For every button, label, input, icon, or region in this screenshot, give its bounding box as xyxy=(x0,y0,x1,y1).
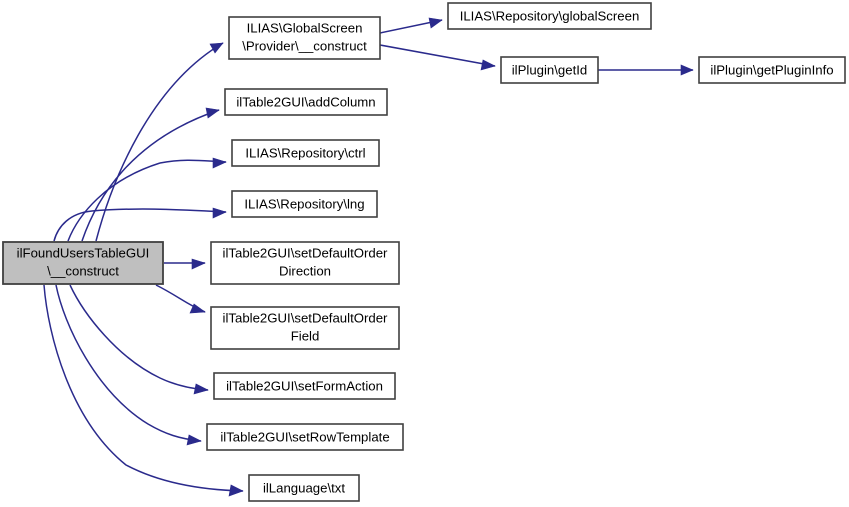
edge-line xyxy=(81,109,220,242)
graph-node-globalscreen_provider[interactable]: ILIAS\GlobalScreen \Provider\__construct xyxy=(228,16,381,60)
arrowhead-icon xyxy=(480,59,496,71)
edge-line xyxy=(379,44,496,67)
node-box[interactable] xyxy=(228,16,381,60)
graph-node-illanguage_txt[interactable]: ilLanguage\txt xyxy=(248,474,360,502)
node-label-line2: Field xyxy=(291,328,320,343)
node-box[interactable] xyxy=(231,190,378,218)
arrowhead-icon xyxy=(228,484,244,497)
node-label: ILIAS\Repository\ctrl xyxy=(245,145,365,160)
arrowhead-icon xyxy=(428,17,443,29)
edge-line xyxy=(67,159,227,242)
graph-node-root[interactable]: ilFoundUsersTableGUI \__construct xyxy=(2,241,164,285)
edge-root-to-repo_lng xyxy=(53,207,227,242)
node-label: ilPlugin\getPluginInfo xyxy=(710,62,833,77)
node-box[interactable] xyxy=(206,423,404,451)
node-box[interactable] xyxy=(447,2,652,30)
edge-root-to-illanguage_txt xyxy=(43,284,244,497)
arrowhead-icon xyxy=(212,207,227,219)
edge-globalscreen_provider-to-plugin_getid xyxy=(379,44,496,71)
node-box[interactable] xyxy=(224,88,388,116)
node-box[interactable] xyxy=(2,241,164,285)
node-label-line1: ilFoundUsersTableGUI xyxy=(17,245,150,260)
graph-node-plugin_getid[interactable]: ilPlugin\getId xyxy=(500,56,599,84)
node-label: ilTable2GUI\addColumn xyxy=(236,94,375,109)
node-box[interactable] xyxy=(210,306,400,350)
edge-root-to-setrowtemplate xyxy=(55,284,202,446)
arrowhead-icon xyxy=(193,383,209,395)
graph-node-repo_ctrl[interactable]: ILIAS\Repository\ctrl xyxy=(231,139,380,167)
node-label: ilTable2GUI\setFormAction xyxy=(226,378,383,393)
node-label: ilTable2GUI\setRowTemplate xyxy=(220,429,389,444)
edge-root-to-setdefaultorderfield xyxy=(155,284,206,314)
node-box[interactable] xyxy=(210,241,400,285)
node-label: ILIAS\Repository\lng xyxy=(244,196,364,211)
graph-node-setrowtemplate[interactable]: ilTable2GUI\setRowTemplate xyxy=(206,423,404,451)
edges-layer xyxy=(43,17,694,497)
node-box[interactable] xyxy=(248,474,360,502)
graph-node-addcolumn[interactable]: ilTable2GUI\addColumn xyxy=(224,88,388,116)
node-box[interactable] xyxy=(500,56,599,84)
graph-node-repo_lng[interactable]: ILIAS\Repository\lng xyxy=(231,190,378,218)
node-label-line1: ilTable2GUI\setDefaultOrder xyxy=(223,310,389,325)
graph-node-plugin_getplugininfo[interactable]: ilPlugin\getPluginInfo xyxy=(698,56,846,84)
edge-line xyxy=(69,284,209,391)
node-label: ilLanguage\txt xyxy=(263,480,345,495)
graph-node-repo_globalscreen[interactable]: ILIAS\Repository\globalScreen xyxy=(447,2,652,30)
arrowhead-icon xyxy=(186,434,202,446)
node-box[interactable] xyxy=(698,56,846,84)
node-label: ilPlugin\getId xyxy=(512,62,588,77)
arrowhead-icon xyxy=(191,258,206,270)
edge-root-to-repo_ctrl xyxy=(67,157,227,242)
edge-line xyxy=(55,284,202,442)
node-label-line2: \__construct xyxy=(47,263,119,278)
node-label-line1: ilTable2GUI\setDefaultOrder xyxy=(223,245,389,260)
arrowhead-icon xyxy=(209,42,224,54)
edge-root-to-globalscreen_provider xyxy=(95,42,224,242)
edge-plugin_getid-to-plugin_getplugininfo xyxy=(598,64,694,76)
node-box[interactable] xyxy=(213,372,396,400)
graph-node-setformaction[interactable]: ilTable2GUI\setFormAction xyxy=(213,372,396,400)
edge-root-to-addcolumn xyxy=(81,107,220,242)
arrowhead-icon xyxy=(205,107,220,119)
edge-root-to-setdefaultorderdirection xyxy=(164,258,206,270)
arrowhead-icon xyxy=(680,64,694,76)
node-label: ILIAS\Repository\globalScreen xyxy=(460,8,640,23)
node-label-line2: \Provider\__construct xyxy=(242,38,367,53)
edge-root-to-setformaction xyxy=(69,284,209,395)
edge-line xyxy=(43,284,244,492)
edge-line xyxy=(53,208,227,242)
edge-globalscreen_provider-to-repo_globalscreen xyxy=(379,17,443,34)
node-box[interactable] xyxy=(231,139,380,167)
node-label-line1: ILIAS\GlobalScreen xyxy=(247,20,363,35)
arrowhead-icon xyxy=(212,157,227,169)
node-label-line2: Direction xyxy=(279,263,331,278)
edge-line xyxy=(95,42,224,242)
arrowhead-icon xyxy=(189,303,206,314)
